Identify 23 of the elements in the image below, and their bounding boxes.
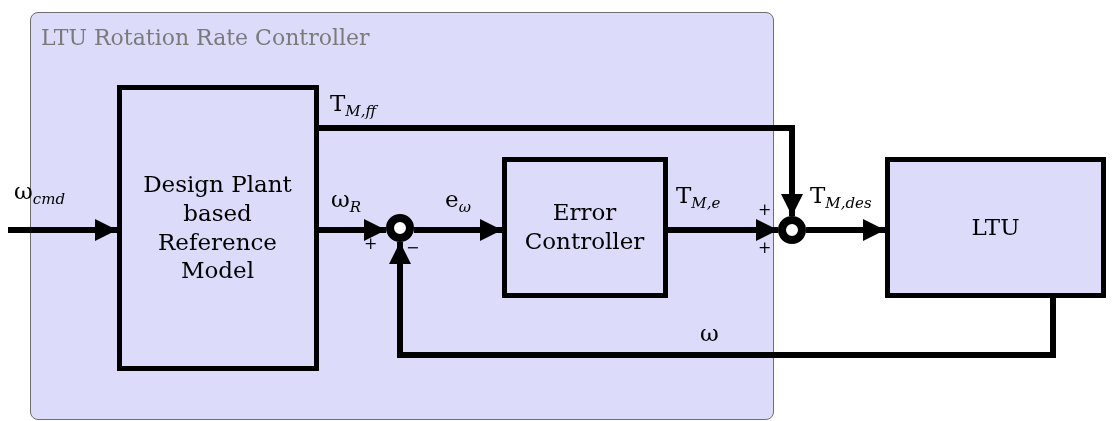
signal-label: T$_{M,e}$ <box>676 184 721 211</box>
signal-arrow <box>806 219 885 241</box>
signal-label: T$_{M,des}$ <box>810 184 872 211</box>
block: Error Controller <box>501 156 668 298</box>
signal-label: e$_{ω}$ <box>445 188 471 215</box>
signal-arrow <box>319 125 803 216</box>
sign-label: + <box>758 202 772 218</box>
summing-junction <box>778 216 806 244</box>
signal-arrow <box>389 242 1056 358</box>
signal-label: T$_{M,ff}$ <box>330 92 377 119</box>
block: LTU <box>885 157 1106 298</box>
signal-arrow <box>8 219 117 241</box>
summing-junction <box>385 213 414 242</box>
sign-label: + <box>364 236 378 252</box>
panel-title: LTU Rotation Rate Controller <box>41 25 370 50</box>
signal-label: ω$_{R}$ <box>331 188 362 215</box>
block: Design Plant based Reference Model <box>116 84 319 371</box>
signal-arrow <box>319 219 386 241</box>
signal-label: ω <box>700 322 719 345</box>
signal-arrow <box>414 219 502 241</box>
sign-label: + <box>758 240 772 256</box>
sign-label: − <box>406 240 420 256</box>
signal-arrow <box>668 219 778 241</box>
